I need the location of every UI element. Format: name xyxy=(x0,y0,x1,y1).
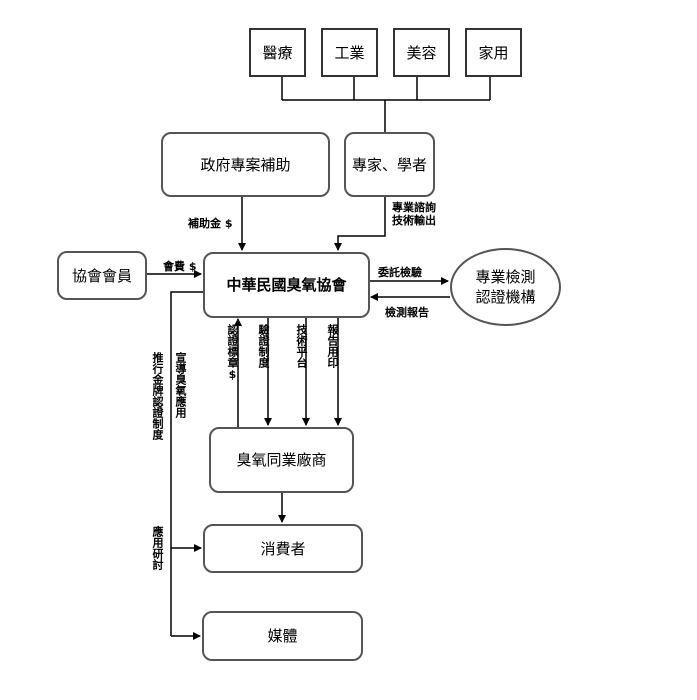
node-consumers: 消費者 xyxy=(203,524,363,573)
label-tech-platform: 技術平台 xyxy=(295,324,308,368)
node-association-label: 中華民國臭氧協會 xyxy=(226,276,347,294)
node-association: 中華民國臭氧協會 xyxy=(203,252,370,318)
label-subsidy: 補助金 $ xyxy=(188,217,233,230)
node-medical: 醫療 xyxy=(249,28,306,77)
node-media: 媒體 xyxy=(202,611,363,661)
node-vendors: 臭氧同業廠商 xyxy=(209,427,354,493)
node-government-label: 政府專案補助 xyxy=(200,155,291,174)
label-report-seal: 報告用印 xyxy=(326,324,339,368)
node-media-label: 媒體 xyxy=(267,627,298,645)
label-test-report: 檢測報告 xyxy=(385,306,429,319)
node-household: 家用 xyxy=(465,28,522,77)
node-medical-label: 醫療 xyxy=(262,43,293,62)
node-industry-label: 工業 xyxy=(334,43,365,62)
label-cert-mark: 認證標章$ xyxy=(226,324,239,381)
node-experts: 專家、學者 xyxy=(344,132,435,197)
node-testing-agency: 專業檢測 認證機構 xyxy=(450,248,561,326)
node-beauty-label: 美容 xyxy=(406,43,437,62)
arrow-consulting xyxy=(334,196,386,251)
node-beauty: 美容 xyxy=(393,28,450,77)
node-household-label: 家用 xyxy=(478,43,509,62)
node-consumers-label: 消費者 xyxy=(260,539,306,558)
node-experts-label: 專家、學者 xyxy=(351,155,427,174)
label-promote-ozone: 宣導臭氧應用 xyxy=(174,352,187,418)
label-commission-test: 委託檢驗 xyxy=(378,266,422,279)
label-consulting: 專業諮詢 技術輸出 xyxy=(392,201,436,227)
node-government: 政府專案補助 xyxy=(161,132,330,197)
label-membership-fee: 會費 $ xyxy=(163,260,197,273)
node-vendors-label: 臭氧同業廠商 xyxy=(236,451,327,469)
node-testing-agency-label: 專業檢測 認證機構 xyxy=(475,268,536,306)
line-left-bus xyxy=(170,291,203,636)
label-gold-cert: 推行金牌認證制度 xyxy=(151,352,164,440)
node-members: 協會會員 xyxy=(57,251,147,300)
node-industry: 工業 xyxy=(321,28,378,77)
label-app-research: 應用研討 xyxy=(151,526,164,570)
label-verification-system: 驗證制度 xyxy=(257,324,270,368)
node-members-label: 協會會員 xyxy=(71,266,132,285)
